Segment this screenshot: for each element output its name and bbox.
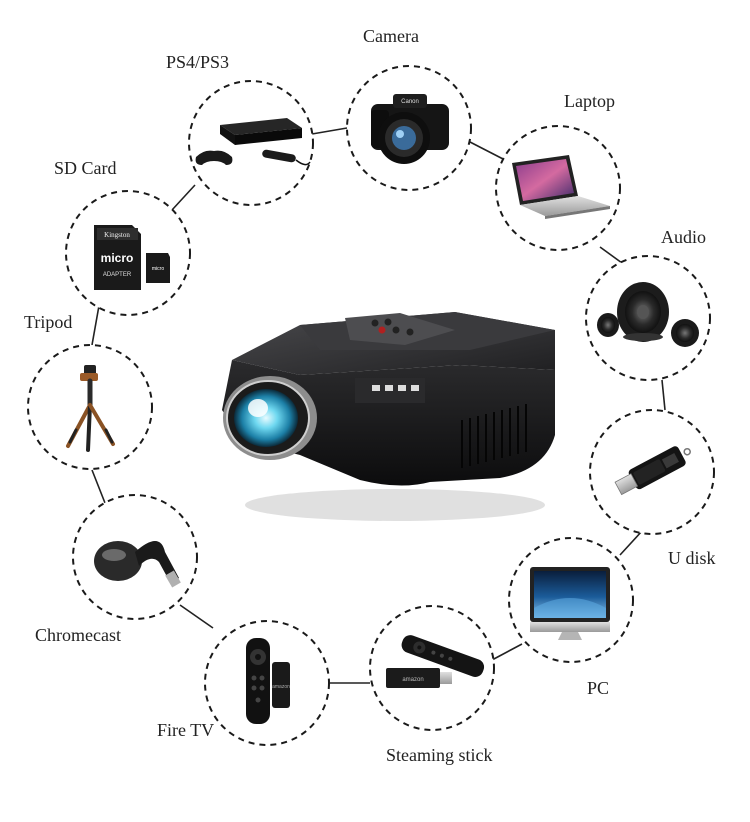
label-ps4-ps3: PS4/PS3	[166, 52, 230, 72]
label-tripod: Tripod	[24, 312, 73, 332]
sd-card-icon: Kingston micro ADAPTER micro	[94, 225, 170, 290]
label-u-disk: U disk	[668, 548, 716, 568]
usb-drive-icon	[614, 446, 691, 496]
label-audio: Audio	[661, 227, 706, 247]
label-fire-tv: Fire TV	[157, 720, 215, 740]
projector-icon	[222, 312, 555, 521]
label-sd-card: SD Card	[54, 158, 117, 178]
stick-brand-text: amazon	[402, 677, 423, 683]
camera-icon: Canon	[371, 94, 449, 164]
label-camera: Camera	[363, 26, 419, 46]
sd-micro-text: micro	[101, 251, 134, 265]
sd-small-text: micro	[152, 266, 164, 272]
fire-brand-text: amazon	[272, 684, 290, 690]
sd-brand-text: Kingston	[104, 231, 130, 239]
camera-brand-text: Canon	[401, 99, 419, 105]
speakers-icon	[597, 282, 699, 347]
chromecast-icon	[94, 541, 181, 588]
fire-tv-remote-icon: amazon	[246, 638, 290, 724]
game-console-icon	[195, 118, 311, 166]
desktop-pc-icon	[530, 567, 610, 640]
label-chromecast: Chromecast	[35, 625, 121, 645]
vent-grille	[461, 404, 527, 468]
label-streaming-stick: Steaming stick	[386, 745, 493, 765]
streaming-stick-icon: amazon	[386, 635, 485, 688]
label-laptop: Laptop	[564, 91, 615, 111]
sd-adapter-text: ADAPTER	[103, 272, 132, 278]
tripod-icon	[66, 365, 115, 452]
label-pc: PC	[587, 678, 610, 698]
laptop-icon	[512, 155, 610, 219]
